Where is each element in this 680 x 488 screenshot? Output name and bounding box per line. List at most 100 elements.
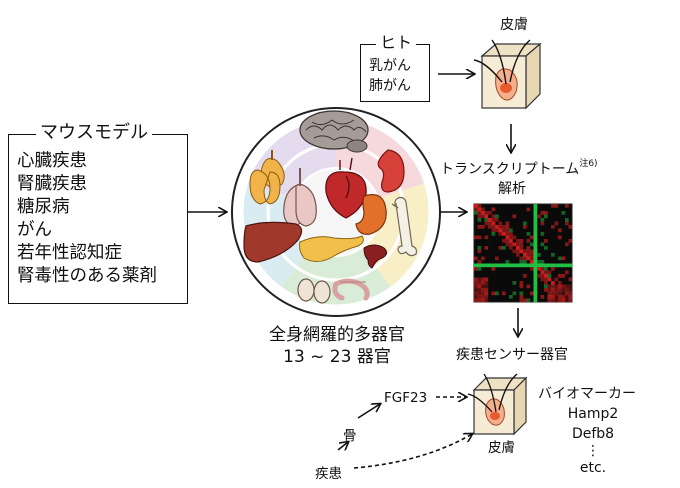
expression-heatmap xyxy=(473,203,573,303)
heatmap-cell xyxy=(474,235,478,240)
heatmap-cell xyxy=(519,281,524,285)
heatmap-cell xyxy=(474,277,478,282)
heatmap-cell xyxy=(484,246,489,250)
heatmap-cell xyxy=(505,260,510,264)
heatmap-cell xyxy=(533,270,538,275)
heatmap-cell xyxy=(537,214,541,219)
heatmap-cell xyxy=(477,225,482,229)
heatmap-cell xyxy=(533,228,538,233)
heatmap-cell xyxy=(561,295,566,299)
heatmap-cell xyxy=(509,295,513,299)
heatmap-cell xyxy=(491,228,496,233)
heatmap-cell xyxy=(491,214,496,219)
organs-caption-line2: 13 ~ 23 器官 xyxy=(283,347,391,367)
heatmap-cell xyxy=(533,295,538,299)
heatmap-cell xyxy=(565,295,569,299)
heatmap-cell xyxy=(502,232,506,236)
condition-diabetes: 糖尿病 xyxy=(17,197,70,217)
heatmap-cell xyxy=(551,263,555,268)
heatmap-cell xyxy=(533,242,538,247)
heatmap-cell xyxy=(540,211,545,215)
heatmap-cell xyxy=(540,270,545,275)
heatmap-cell xyxy=(523,263,527,268)
heatmap-cell xyxy=(530,267,534,271)
heatmap-cell xyxy=(568,288,573,292)
heatmap-cell xyxy=(477,249,482,254)
heatmap-cell xyxy=(547,295,552,299)
heatmap-cell xyxy=(565,221,569,226)
human-title: ヒト xyxy=(376,35,417,51)
heatmap-cell xyxy=(484,291,489,296)
heatmap-cell xyxy=(481,263,485,268)
heatmap-cell xyxy=(477,235,482,240)
spleen-icon xyxy=(363,244,388,269)
heatmap-cell xyxy=(488,263,492,268)
heatmap-cell xyxy=(530,242,534,247)
heatmap-cell xyxy=(544,263,548,268)
condition-breast-cancer: 乳がん xyxy=(369,58,411,74)
heatmap-cell xyxy=(558,295,562,299)
heatmap-cell xyxy=(526,263,531,268)
heatmap-cell xyxy=(509,232,513,236)
heatmap-cell xyxy=(526,207,531,212)
heatmap-cell xyxy=(523,298,527,303)
heatmap-cell xyxy=(509,263,513,268)
heatmap-cell xyxy=(561,284,566,289)
bone-icon xyxy=(391,196,418,257)
heatmap-cell xyxy=(519,242,524,247)
heatmap-cell xyxy=(551,288,555,292)
heatmap-cell xyxy=(547,274,552,278)
heatmap-cell xyxy=(561,211,566,215)
heatmap-cell xyxy=(484,284,489,289)
transcriptome-text: トランスクリプトーム xyxy=(440,161,580,178)
heatmap-cell xyxy=(495,291,499,296)
heatmap-cell xyxy=(519,246,524,250)
biomarker-hamp2: Hamp2 xyxy=(567,406,619,422)
heatmap-cell xyxy=(505,239,510,243)
heatmap-cell xyxy=(544,288,548,292)
thymus-icon xyxy=(249,169,281,205)
heatmap-cell xyxy=(540,267,545,271)
skin-label-top: 皮膚 xyxy=(500,17,528,33)
heatmap-cell xyxy=(547,270,552,275)
heatmap-cell xyxy=(523,249,527,254)
heatmap-cell xyxy=(477,291,482,296)
heatmap-cell xyxy=(533,249,538,254)
heatmap-cell xyxy=(544,239,548,243)
heatmap-cell xyxy=(547,288,552,292)
heatmap-cell xyxy=(565,242,569,247)
condition-early-dementia: 若年性認知症 xyxy=(17,243,122,263)
heatmap-cell xyxy=(530,263,534,268)
heatmap-cell xyxy=(505,228,510,233)
lungs-icon xyxy=(283,168,317,227)
heatmap-cell xyxy=(519,291,524,296)
heatmap-cell xyxy=(484,295,489,299)
heatmap-cell xyxy=(516,242,520,247)
heatmap-cell xyxy=(509,228,513,233)
heatmap-cell xyxy=(488,221,492,226)
heatmap-cell xyxy=(519,298,524,303)
heatmap-cell xyxy=(554,263,559,268)
skin-label-bottom: 皮膚 xyxy=(488,440,515,456)
heatmap-cell xyxy=(544,281,548,285)
heatmap-cell xyxy=(491,225,496,229)
biomarker-list: バイオマーカー Hamp2 Defb8 ⋮ etc. xyxy=(532,384,642,478)
transcriptome-note: 注6) xyxy=(579,159,598,169)
heatmap-cell xyxy=(558,281,562,285)
heatmap-cell xyxy=(537,263,541,268)
biomarker-etc: etc. xyxy=(579,460,607,476)
heatmap-cell xyxy=(512,281,517,285)
heatmap-cell xyxy=(477,288,482,292)
biomarker-ellipsis: ⋮ xyxy=(586,443,600,459)
heatmap-cell xyxy=(533,291,538,296)
heatmap-cells xyxy=(474,204,573,303)
heatmap-cell xyxy=(526,246,531,250)
heatmap-cell xyxy=(533,221,538,226)
heatmap-cell xyxy=(512,291,517,296)
heatmap-cell xyxy=(540,242,545,247)
heatmap-cell xyxy=(505,263,510,268)
heatmap-cell xyxy=(484,288,489,292)
heatmap-cell xyxy=(481,207,485,212)
heatmap-cell xyxy=(484,298,489,303)
heatmap-cell xyxy=(488,218,492,222)
